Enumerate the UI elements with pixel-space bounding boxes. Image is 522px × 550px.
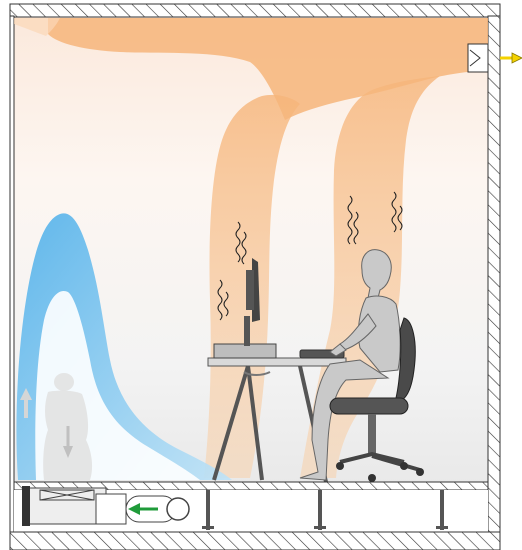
exhaust-outlet (468, 44, 488, 72)
ceiling (10, 4, 500, 17)
left-wall (10, 16, 14, 550)
right-wall (488, 16, 500, 550)
floor-slab (10, 532, 500, 550)
fan-icon (167, 498, 189, 520)
exhaust-arrow (500, 53, 522, 63)
